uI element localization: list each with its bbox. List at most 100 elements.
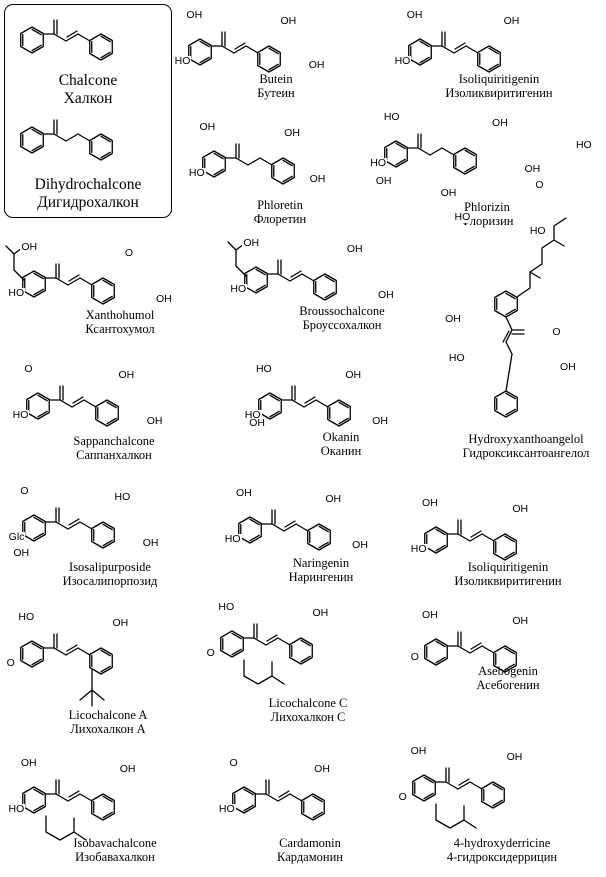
skeleton-licochalconeC	[220, 623, 313, 685]
substituent-label: O	[551, 325, 562, 338]
substituent-label: OH	[311, 607, 330, 619]
substituent-label: O	[205, 647, 216, 659]
benzene-ring	[89, 133, 113, 161]
substituent-label: HO	[113, 491, 132, 503]
substituent-label: OH	[558, 361, 577, 373]
substituent-label: OH	[444, 312, 462, 325]
compound-name: Butein	[259, 72, 293, 86]
substituent-label: HO	[382, 111, 401, 123]
compound-name-ru: Флоретин	[253, 212, 307, 226]
compound-name-ru: Флоризин	[460, 214, 514, 228]
compound-name: Broussochalcone	[299, 304, 385, 318]
substituent-label: OH	[409, 745, 428, 757]
skeleton-butein	[188, 31, 281, 73]
substituent-label: HO	[409, 543, 428, 555]
reference-structures-box	[4, 4, 172, 218]
benzene-ring	[494, 390, 518, 418]
substituent-label: OH	[248, 417, 266, 429]
skeleton-chalcone	[20, 19, 113, 61]
benzene-ring	[301, 793, 325, 821]
skeleton-hydroxyxanthoangelol	[494, 217, 567, 418]
substituent-label: HO	[223, 533, 242, 545]
substituent-label: OH	[111, 617, 130, 629]
substituent-label: OH	[20, 241, 39, 253]
compound-name: Licochalcone C	[268, 696, 348, 710]
benzene-ring	[20, 640, 44, 668]
benzene-ring	[453, 147, 477, 175]
substituent-label: O	[19, 485, 30, 497]
benzene-ring	[89, 647, 113, 675]
compound-name: Isoliquiritigenin	[467, 560, 549, 574]
compound-name: Sappanchalcone	[73, 434, 155, 448]
compound-name-ru: Нарингенин	[288, 570, 354, 584]
substituent-label: O	[397, 791, 408, 803]
benzene-ring	[91, 277, 115, 305]
compound-name-ru: Саппанхалкон	[76, 448, 152, 462]
skeleton-isosalipurposide	[22, 507, 115, 549]
benzene-ring	[244, 266, 268, 294]
compound-name: Xanthohumol	[85, 308, 155, 322]
benzene-ring	[91, 793, 115, 821]
benzene-ring	[22, 514, 46, 542]
compound-name: Isosalipurposide	[69, 560, 151, 574]
benzene-ring	[188, 38, 212, 66]
compound-name-ru: Асебогенин	[476, 678, 540, 692]
benzene-ring	[327, 399, 351, 427]
benzene-ring	[313, 273, 337, 301]
substituent-label: HO	[229, 283, 248, 295]
compound-name: Licochalcone A	[68, 708, 148, 722]
substituent-label: HO	[7, 803, 26, 815]
substituent-label: OH	[351, 539, 369, 551]
compound-name-ru: Оканин	[320, 444, 362, 458]
skeleton-phlorizin	[384, 133, 477, 175]
substituent-label: OH	[505, 751, 524, 763]
benzene-ring	[20, 26, 44, 54]
benzene-ring	[202, 150, 226, 178]
substituent-label: OH	[439, 187, 458, 199]
substituent-label: OH	[308, 173, 327, 185]
benzene-ring	[238, 516, 262, 544]
compound-name: Asebogenin	[478, 664, 538, 678]
compound-name-ru: 4-гидроксидеррицин	[446, 850, 558, 864]
compound-name-ru: Изосалипорпозид	[62, 574, 158, 588]
substituent-label: OH	[242, 237, 261, 249]
substituent-label: HO	[254, 363, 273, 375]
benzene-ring	[289, 637, 313, 665]
compound-name-ru: Изоликвиритигенин	[445, 86, 553, 100]
substituent-label: OH	[307, 59, 326, 71]
substituent-label: OH	[198, 121, 217, 133]
compound-name: Naringenin	[292, 556, 350, 570]
benzene-ring	[89, 33, 113, 61]
benzene-ring	[477, 45, 501, 73]
skeleton-cardamonin	[232, 779, 325, 821]
substituent-label: OH	[511, 615, 530, 627]
substituent-label: OH	[19, 757, 38, 769]
substituent-label: OH	[185, 9, 204, 21]
skeleton-hydroxyderricine	[412, 767, 505, 829]
skeleton-licochalconeA	[20, 633, 113, 707]
substituent-label: OH	[376, 289, 395, 301]
substituent-label: HO	[447, 352, 466, 365]
substituent-label: OH	[421, 497, 439, 509]
compound-name-ru: Гидроксиксантоангелол	[462, 446, 590, 460]
substituent-label: O	[534, 179, 545, 191]
substituent-label: OH	[491, 117, 509, 129]
substituent-label: OH	[279, 15, 298, 27]
substituent-label: Glc	[7, 531, 26, 543]
substituent-label: O	[123, 247, 135, 259]
benzene-ring	[384, 140, 408, 168]
benzene-ring	[20, 126, 44, 154]
substituent-label: HO	[574, 139, 593, 151]
